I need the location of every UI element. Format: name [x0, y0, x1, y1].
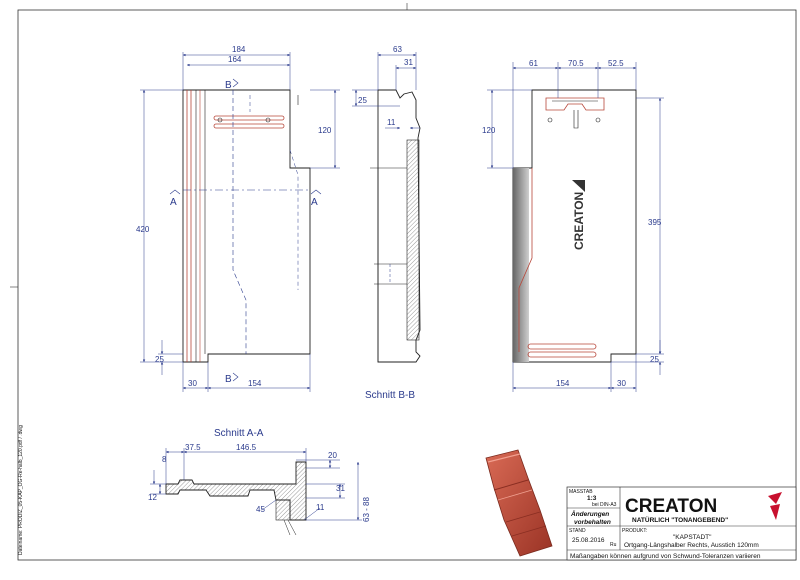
dim-sec-12: 12: [148, 493, 157, 502]
brand-logo: CREATON: [625, 496, 717, 517]
signature-initials: Ru: [610, 542, 617, 548]
title-block: MASSTAB 1:3 bei DIN-A3 Änderungen vorbeh…: [566, 486, 797, 561]
dim-side-width: 63: [393, 45, 402, 54]
dim-sec-63-88: 63 - 88: [362, 497, 371, 522]
dim-left-width: 30: [188, 379, 197, 388]
changes-line-2: vorbehalten: [574, 519, 611, 526]
dim-height-total: 420: [136, 225, 150, 234]
product-name: "KAPSTADT": [673, 534, 712, 541]
dim-sec-20: 20: [328, 451, 337, 460]
dim-width-top: 164: [228, 55, 242, 64]
brand-tagline: NATÜRLICH "TONANGEBEND": [632, 515, 728, 524]
section-caption-b: Schnitt B-B: [365, 390, 415, 401]
date-label: STAND: [569, 528, 586, 534]
dim-side-mid: 11: [387, 118, 396, 127]
dim-sec-31: 31: [336, 484, 345, 493]
product-description: Ortgang-Längshalber Rechts, Ausstich 120…: [624, 542, 759, 549]
scale-note: bei DIN-A3: [592, 502, 617, 508]
logo-mark-icon: [572, 180, 585, 192]
side-view: 63 31 25 11 Schnitt B-B: [352, 45, 421, 401]
dim-sec-11: 11: [316, 503, 325, 512]
dim-back-w1: 61: [529, 59, 538, 68]
section-mark-b-bottom: B: [225, 374, 232, 385]
dim-back-main: 154: [556, 379, 570, 388]
dim-back-bottom: 25: [650, 355, 659, 364]
date-value: 25.08.2016: [572, 537, 605, 544]
dim-sec-45: 45: [256, 505, 265, 514]
dim-back-w3: 52.5: [608, 59, 624, 68]
dim-back-height: 395: [648, 218, 662, 227]
scale-label: MASSTAB: [569, 489, 593, 495]
section-caption-a: Schnitt A-A: [214, 428, 264, 439]
section-mark-b-top: B: [225, 80, 232, 91]
dim-sec-8: 8: [162, 455, 167, 464]
dim-back-notch: 120: [482, 126, 496, 135]
dim-bottom-height: 25: [155, 355, 164, 364]
section-mark-a-right: A: [311, 197, 318, 208]
dim-notch-height: 120: [318, 126, 332, 135]
dim-side-height: 25: [358, 96, 367, 105]
dim-sec-37-5: 37.5: [185, 443, 201, 452]
changes-line-1: Änderungen: [570, 510, 609, 518]
product-label: PRODUKT:: [622, 528, 647, 534]
file-name-text: Dateiname: PRODIZ_05-KAP_OG-Re-halb_120.…: [18, 425, 24, 555]
tolerance-note: Maßangaben können aufgrund von Schwund-T…: [570, 553, 761, 560]
back-view: CREATON 61 70.5 52.5 1: [482, 59, 664, 392]
dim-sec-146-5: 146.5: [236, 443, 257, 452]
scale-value: 1:3: [587, 495, 597, 502]
section-a-view: Schnitt A-A 8 37.5 146.5 20 12 31 45 11 …: [148, 428, 371, 536]
tile-illustration: [485, 449, 553, 557]
dim-back-w2: 70.5: [568, 59, 584, 68]
front-view: B B A A 184 164: [136, 45, 340, 392]
dim-side-top: 31: [404, 58, 413, 67]
dim-main-width: 154: [248, 379, 262, 388]
brand-mark-icon: [768, 492, 782, 504]
embossed-logo: CREATON: [572, 192, 586, 250]
dim-back-right: 30: [617, 379, 626, 388]
section-mark-a-left: A: [170, 197, 177, 208]
dim-width-total: 184: [232, 45, 246, 54]
